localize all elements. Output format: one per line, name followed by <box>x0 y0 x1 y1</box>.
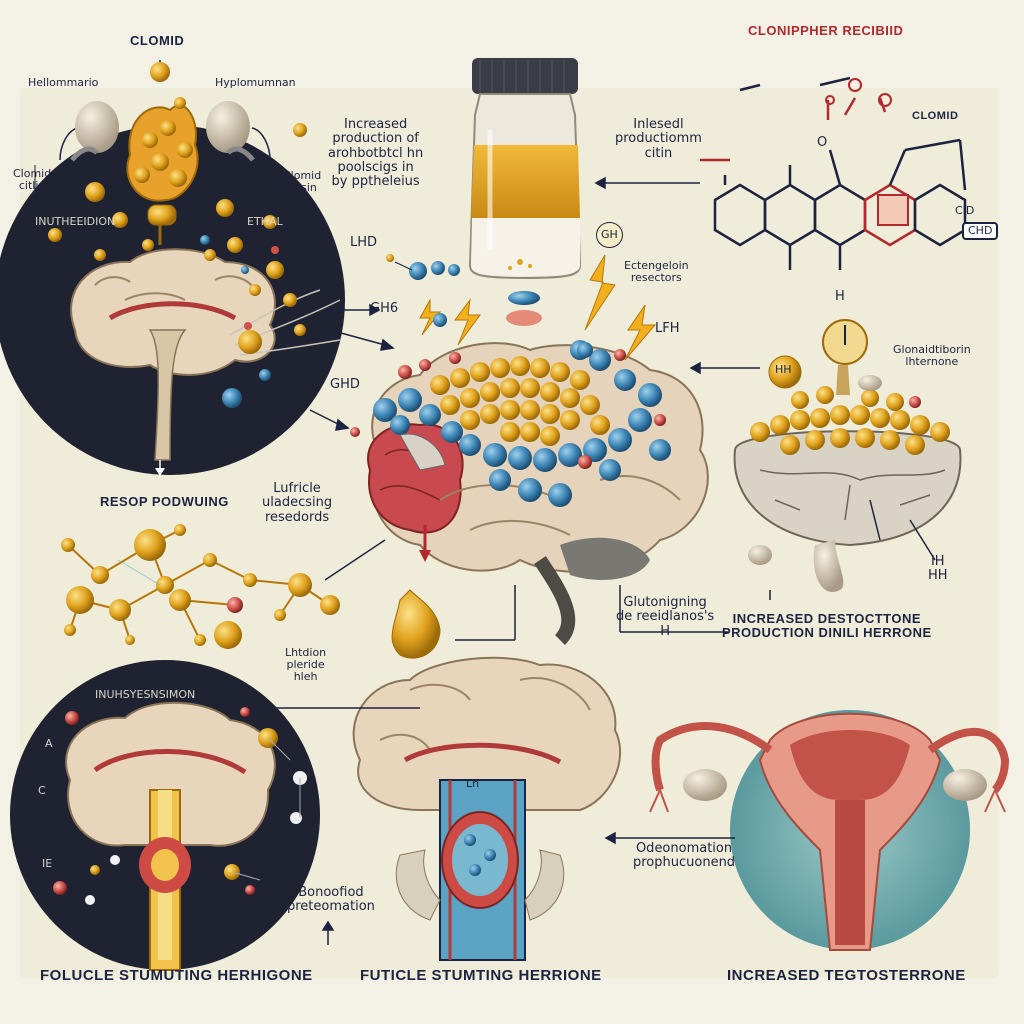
label-chem-cid: CID <box>955 204 975 217</box>
brain-cross-section-center <box>352 656 621 961</box>
label-chem-h: H <box>835 289 845 304</box>
chem-red-circles <box>825 78 909 226</box>
label-odeonomation: Odeonomation prophucuonend <box>633 841 736 871</box>
label-epithal: ETHAL <box>247 215 283 228</box>
label-hellommario: Hellommario <box>28 76 99 89</box>
label-resop: RESOP PODWUING <box>100 494 229 509</box>
label-side-ie: IE <box>42 857 53 870</box>
label-clomid-top: CLOMID <box>130 33 185 48</box>
lightning-bolts <box>419 254 657 361</box>
label-side-a: A <box>45 737 53 750</box>
label-hypothalamus: INUTHEEIDION <box>35 215 116 228</box>
caption-bottom-middle: FUTICLE STUMTING HERRIONE <box>360 967 602 984</box>
label-increased-production: Increased production of arohbotbtcl hn p… <box>328 117 424 190</box>
label-clomid-citlin: Clomid citlin <box>13 167 52 193</box>
brain-cross-section-left <box>10 660 320 971</box>
label-extension-receptors: Ectengeloin resectors <box>624 259 689 285</box>
label-ghd: GHD <box>330 377 360 392</box>
label-bonoofiod: Bonoofiod preteomation <box>287 885 375 915</box>
testis-gland <box>733 319 962 592</box>
label-hypotonum: Hyplomumnan <box>215 76 296 89</box>
badge-gh: GH <box>596 222 623 249</box>
label-hh-bulb: HH <box>775 363 792 376</box>
pituitary-gland <box>34 60 307 245</box>
arrows <box>260 176 771 945</box>
molecule-network <box>61 524 441 659</box>
label-lhd: LHD <box>350 235 378 250</box>
caption-bottom-left: FOLUCLE STUMUTING HERHIGONE <box>40 967 313 984</box>
caption-bottom-right: INCREASED TEGTOSTERRONE <box>727 967 966 984</box>
label-hh-right: IH HH <box>928 554 948 584</box>
label-hunsy: INUHSYESNSIMON <box>95 688 196 701</box>
label-chem-o: O <box>817 135 828 150</box>
label-side-c: C <box>38 784 46 797</box>
uterus-panel <box>649 710 1010 951</box>
label-chem-title: CLONIPPHER RECIBIID <box>748 23 904 38</box>
free-hormones <box>386 254 593 358</box>
label-clomid-ensin: Clomid ensin <box>283 169 322 195</box>
hypothalamus-panel <box>0 125 345 476</box>
label-lhtdion: Lhtdion pleride hleh <box>285 646 327 684</box>
clomid-vial <box>468 58 582 326</box>
label-increased-destoctone: INCREASED DESTOCTTONE PRODUCTION DINILI … <box>722 611 932 641</box>
label-increased-prod-citin: Inlesedl productiomm citin <box>615 117 702 161</box>
central-brain <box>350 340 709 645</box>
label-lh-small: Lh <box>466 777 480 790</box>
label-gluhonigning: Glutonigning de reeidlanos's H <box>616 595 715 639</box>
label-lutfricle: Lufricle uladecsing resedords <box>262 481 333 525</box>
label-chem-clomid: CLOMID <box>912 110 959 122</box>
label-chem-gh-box: CHD <box>962 222 999 241</box>
label-gonadotropin: Glonaidtiborin lhternone <box>893 343 971 369</box>
label-gh6: GH6 <box>370 301 399 316</box>
label-lfh: LFH <box>655 321 680 336</box>
